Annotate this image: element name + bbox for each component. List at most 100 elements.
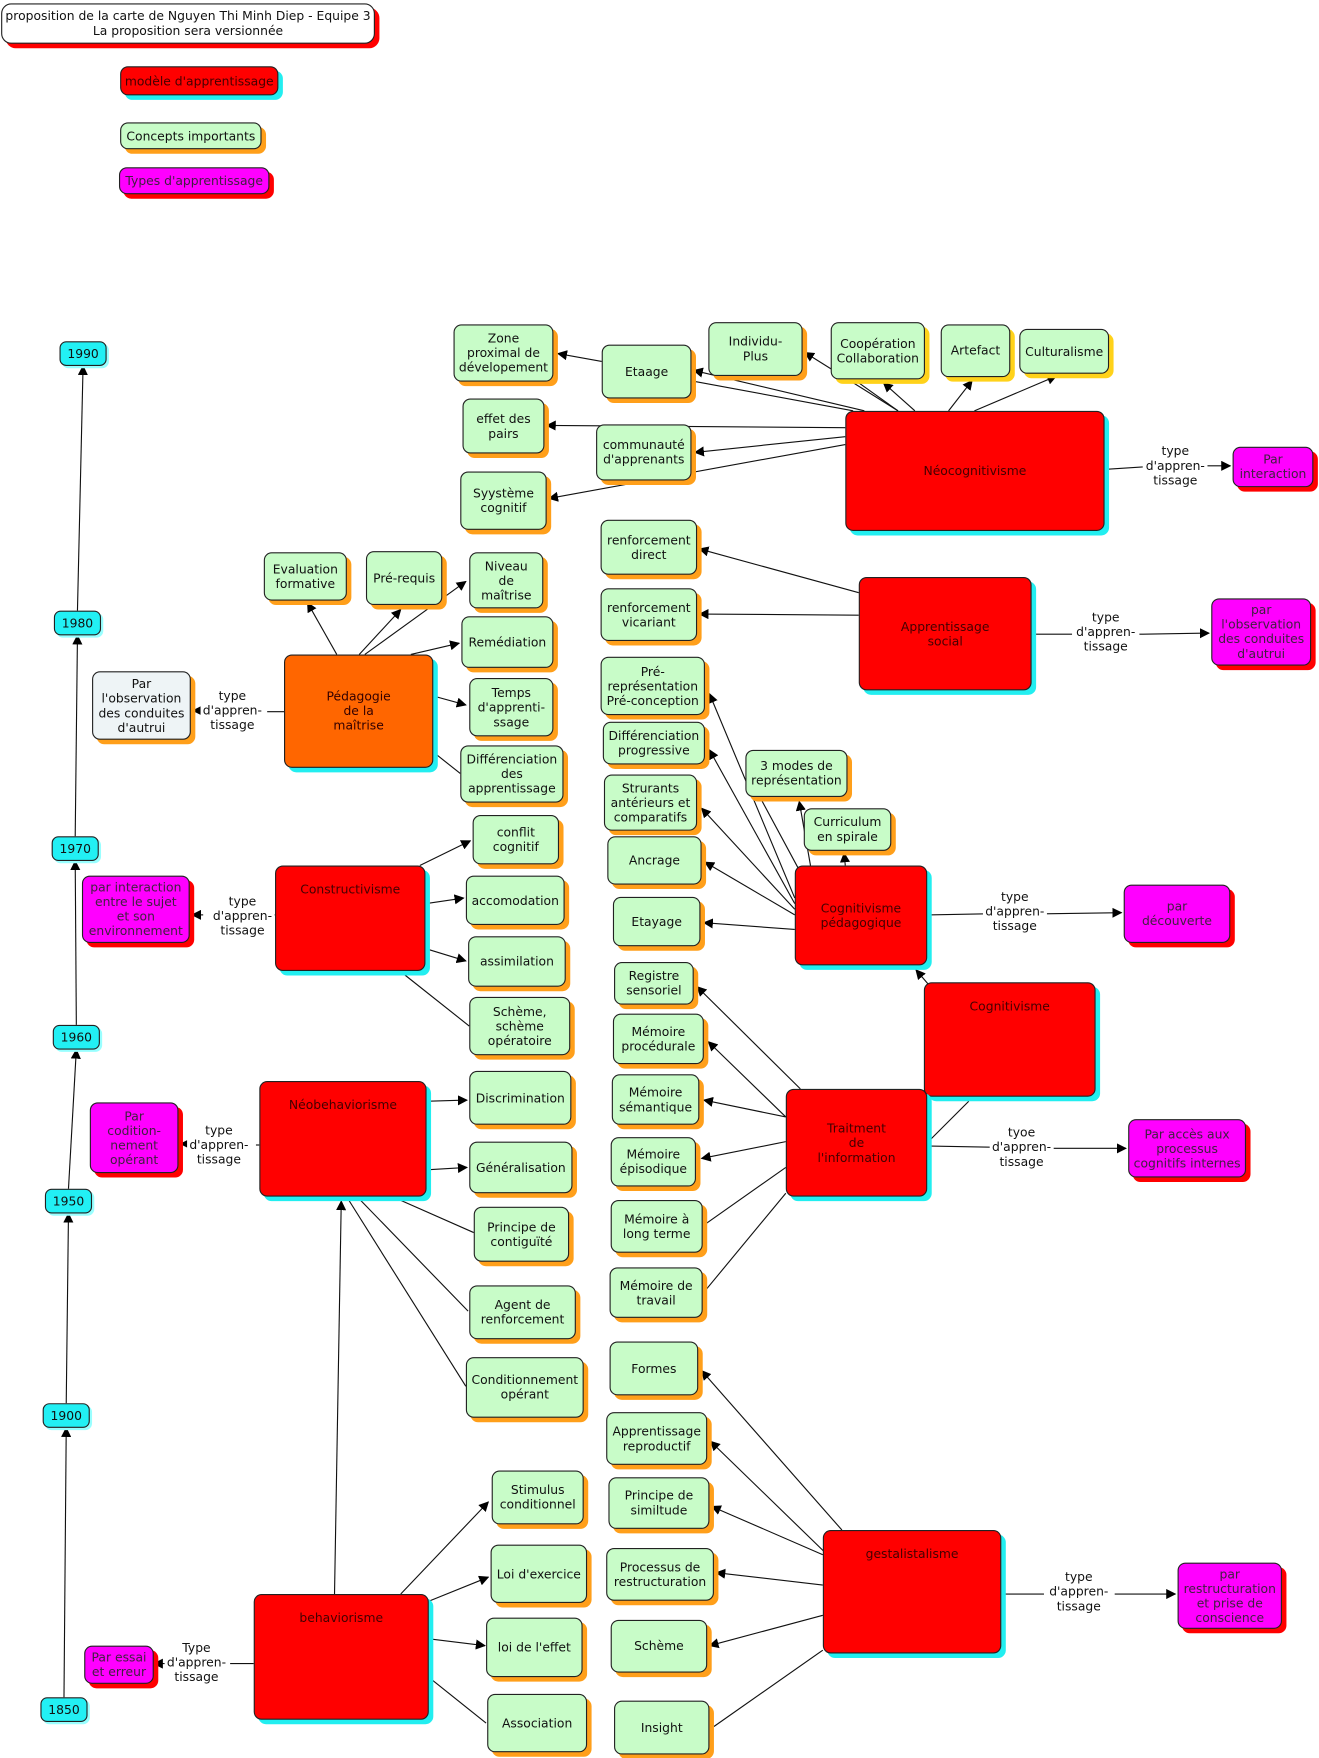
node-ancrage[interactable]: Ancrage bbox=[607, 836, 702, 885]
node-zone[interactable]: Zone proximal de dévelopement bbox=[453, 324, 554, 382]
node-loieff[interactable]: loi de l'effet bbox=[486, 1617, 583, 1678]
node-stimulus[interactable]: Stimulus conditionnel bbox=[491, 1470, 584, 1525]
node-prerep[interactable]: Pré- représentation Pré-conception bbox=[600, 656, 705, 716]
node-construct[interactable]: Constructivisme bbox=[275, 865, 426, 972]
node-individu[interactable]: Individu- Plus bbox=[708, 322, 803, 377]
connector-line bbox=[858, 382, 899, 412]
node-neocog[interactable]: Néocognitivisme bbox=[845, 410, 1105, 531]
link-label-type-apprentissage: Type d'appren- tissage bbox=[164, 1640, 229, 1685]
node-artefact[interactable]: Artefact bbox=[940, 324, 1011, 378]
node-conflit[interactable]: conflit cognitif bbox=[472, 814, 560, 865]
node-etaage[interactable]: Etaage bbox=[601, 344, 692, 399]
connector-line bbox=[696, 986, 801, 1090]
node-remed[interactable]: Remédiation bbox=[461, 616, 554, 668]
node-formes[interactable]: Formes bbox=[609, 1341, 699, 1396]
link-label-type-apprentissage: type d'appren- tissage bbox=[1143, 443, 1208, 488]
node-parobs2[interactable]: Par l'observation des conduites d'autrui bbox=[92, 671, 191, 740]
node-mproc[interactable]: Mémoire procédurale bbox=[612, 1013, 704, 1065]
node-neobeh[interactable]: Néobehaviorisme bbox=[259, 1081, 427, 1197]
node-parinter2[interactable]: par interaction entre le sujet et son en… bbox=[81, 875, 190, 943]
connector-line bbox=[948, 379, 973, 412]
node-restr[interactable]: Processus de restructuration bbox=[606, 1547, 714, 1601]
connector-line bbox=[930, 1145, 992, 1148]
connector-line bbox=[700, 1369, 843, 1531]
node-scheme2[interactable]: Schème bbox=[610, 1619, 708, 1673]
connector-line bbox=[882, 382, 916, 412]
node-diffapp[interactable]: Différenciation des apprentissage bbox=[460, 745, 564, 803]
node-paracces[interactable]: Par accès aux processus cognitifs intern… bbox=[1128, 1119, 1247, 1178]
connector-line bbox=[698, 609, 859, 620]
node-agent[interactable]: Agent de renforcement bbox=[469, 1285, 576, 1340]
node-etayage[interactable]: Etayage bbox=[612, 896, 701, 947]
timeline-year-1950: 1950 bbox=[44, 1188, 93, 1214]
timeline-arrow bbox=[63, 1212, 74, 1404]
timeline-year-1850: 1850 bbox=[40, 1697, 88, 1722]
connector-line bbox=[1139, 628, 1210, 639]
node-social[interactable]: Apprentissage social bbox=[858, 576, 1032, 691]
node-rdirect[interactable]: renforcement direct bbox=[600, 519, 698, 575]
node-parobs[interactable]: par l'observation des conduites d'autrui bbox=[1211, 598, 1312, 666]
node-discrim[interactable]: Discrimination bbox=[469, 1070, 572, 1125]
connector-line bbox=[702, 918, 795, 931]
node-cultur[interactable]: Culturalisme bbox=[1019, 328, 1110, 374]
node-niveau[interactable]: Niveau de maîtrise bbox=[469, 552, 544, 609]
node-temps[interactable]: Temps d'apprenti- ssage bbox=[469, 678, 554, 737]
node-rvicar[interactable]: renforcement vicariant bbox=[600, 588, 698, 641]
connector-line bbox=[708, 748, 796, 904]
node-pardecouv[interactable]: par découverte bbox=[1123, 884, 1231, 943]
node-apprep[interactable]: Apprentissage reproductif bbox=[606, 1412, 708, 1465]
node-gestal[interactable]: gestalistalisme bbox=[822, 1530, 1002, 1654]
node-pedago[interactable]: Pédagogie de la maîtrise bbox=[284, 654, 434, 768]
node-condop[interactable]: Conditionnement opérant bbox=[465, 1357, 584, 1418]
connector-line bbox=[307, 601, 338, 655]
node-msem[interactable]: Mémoire sémantique bbox=[611, 1074, 700, 1125]
connector-line bbox=[397, 1198, 474, 1234]
connector-line bbox=[705, 1166, 787, 1225]
connector-line bbox=[410, 640, 461, 655]
node-assoc[interactable]: Association bbox=[487, 1693, 588, 1753]
node-behav[interactable]: behaviorisme bbox=[253, 1594, 429, 1720]
node-insight[interactable]: Insight bbox=[614, 1700, 710, 1755]
link-label-type-apprentissage: type d'appren- tissage bbox=[982, 889, 1047, 934]
node-curric[interactable]: Curriculum en spirale bbox=[803, 808, 892, 851]
connector-line bbox=[429, 1677, 487, 1724]
node-general[interactable]: Généralisation bbox=[469, 1141, 573, 1194]
node-mlong[interactable]: Mémoire à long terme bbox=[610, 1200, 703, 1253]
node-contig[interactable]: Principe de contiguïté bbox=[473, 1206, 570, 1262]
node-accom[interactable]: accomodation bbox=[465, 875, 565, 925]
timeline-year-1970: 1970 bbox=[51, 836, 99, 861]
node-mepi[interactable]: Mémoire épisodique bbox=[610, 1137, 696, 1187]
node-parrestr[interactable]: par restructuration et prise de conscien… bbox=[1177, 1562, 1282, 1629]
node-cogped[interactable]: Cognitivisme pédagogique bbox=[794, 865, 928, 966]
node-commun[interactable]: communauté d'apprenants bbox=[596, 424, 692, 481]
timeline-year-1980: 1980 bbox=[53, 610, 102, 636]
node-assim[interactable]: assimilation bbox=[468, 936, 566, 987]
node-traitm[interactable]: Traitment de l'information bbox=[785, 1088, 928, 1197]
node-modes[interactable]: 3 modes de représentation bbox=[745, 749, 848, 798]
node-parcond[interactable]: Par codition- nement opérant bbox=[89, 1102, 179, 1174]
node-diffprog[interactable]: Différenciation progressive bbox=[602, 721, 705, 765]
timeline-arrow bbox=[76, 364, 88, 611]
node-evalf[interactable]: Evaluation formative bbox=[263, 552, 347, 601]
connector-line bbox=[704, 1192, 787, 1292]
node-strur[interactable]: Strurants antérieurs et comparatifs bbox=[603, 774, 698, 831]
node-coop[interactable]: Coopération Collaboration bbox=[830, 322, 925, 380]
connector-line bbox=[358, 608, 402, 655]
connector-line bbox=[428, 1162, 468, 1174]
node-prereq[interactable]: Pré-requis bbox=[365, 551, 443, 606]
node-scheme1[interactable]: Schème, schème opératoire bbox=[469, 996, 571, 1056]
connector-line bbox=[347, 1198, 467, 1387]
node-systeme[interactable]: Syystème cognitif bbox=[460, 471, 547, 530]
node-effet[interactable]: effet des pairs bbox=[462, 398, 545, 454]
timeline-year-1960: 1960 bbox=[52, 1024, 100, 1050]
connector-line bbox=[403, 973, 470, 1027]
node-paressai[interactable]: Par essai et erreur bbox=[84, 1645, 154, 1684]
connector-line bbox=[704, 861, 796, 916]
node-mtrav[interactable]: Mémoire de travail bbox=[609, 1267, 703, 1318]
node-simil[interactable]: Principe de similtude bbox=[608, 1477, 710, 1529]
node-parinter[interactable]: Par interaction bbox=[1232, 446, 1314, 488]
node-registre[interactable]: Registre sensoriel bbox=[614, 962, 694, 1005]
node-loiex[interactable]: Loi d'exercice bbox=[490, 1544, 588, 1604]
node-cognit[interactable]: Cognitivisme bbox=[923, 982, 1096, 1097]
